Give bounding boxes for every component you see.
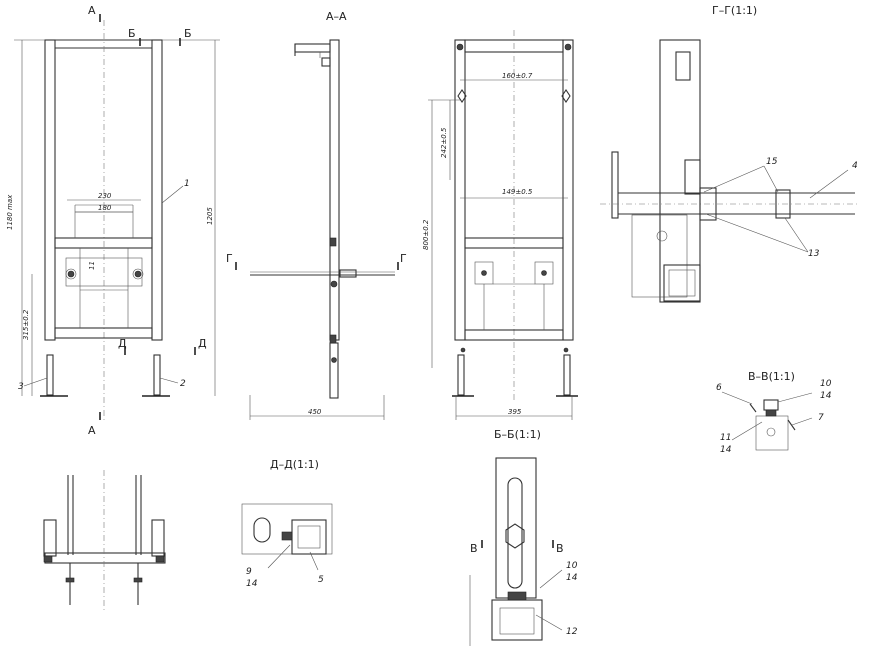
- section-a-a: А–А Г Г 450: [226, 10, 407, 420]
- cut-d-left: Д: [118, 337, 127, 350]
- section-g-g: Г–Г(1:1) 15 4 13: [600, 4, 860, 303]
- section-d-d-title: Д–Д(1:1): [270, 458, 319, 471]
- section-d-d: Д–Д(1:1) 9 14 5: [241, 458, 333, 589]
- section-b-b-title: Б–Б(1:1): [494, 428, 541, 441]
- dim-450: 450: [308, 408, 322, 416]
- position-2: 2: [180, 379, 186, 389]
- position-11: 11: [720, 433, 731, 443]
- position-15: 15: [766, 157, 778, 167]
- position-14: 14: [566, 573, 578, 583]
- position-4: 4: [852, 161, 858, 171]
- dim-11: 11: [88, 261, 96, 270]
- position-1: 1: [184, 179, 190, 189]
- position-5: 5: [318, 575, 324, 585]
- cut-g-left: Г: [226, 252, 233, 265]
- dim-800: 800±0.2: [422, 219, 430, 250]
- dim-160: 160±0.7: [502, 72, 533, 80]
- section-b-b: Б–Б(1:1) В В 10 14 12: [469, 428, 578, 646]
- cut-b-right: Б: [184, 27, 192, 40]
- section-a-a-title: А–А: [326, 10, 347, 23]
- position-10: 10: [820, 379, 832, 389]
- section-g-g-title: Г–Г(1:1): [712, 4, 757, 17]
- dim-230: 230: [98, 192, 112, 200]
- position-10: 10: [566, 561, 578, 571]
- cut-b-left: Б: [128, 27, 136, 40]
- section-v-v-title: В–В(1:1): [748, 370, 795, 383]
- dim-total: 1205: [206, 207, 214, 225]
- position-6: 6: [716, 383, 722, 393]
- position-14-top: 14: [820, 391, 832, 401]
- position-14-bottom: 14: [720, 445, 732, 455]
- cut-v-left: В: [470, 542, 478, 555]
- cut-a-top: А: [88, 4, 96, 17]
- cut-g-right: Г: [400, 252, 407, 265]
- position-3: 3: [18, 382, 24, 392]
- position-9: 9: [246, 567, 252, 577]
- position-13: 13: [808, 249, 820, 259]
- dim-180: 180: [98, 204, 112, 212]
- rear-view: 160±0.7 149±0.5 242±0.5 800±0.2 395: [422, 30, 578, 420]
- position-14: 14: [246, 579, 258, 589]
- cut-v-right: В: [556, 542, 564, 555]
- dim-149: 149±0.5: [502, 188, 533, 196]
- bottom-view: [43, 470, 166, 610]
- position-12: 12: [566, 627, 578, 637]
- dim-242: 242±0.5: [440, 127, 448, 158]
- dim-height: 1180 max: [6, 194, 14, 230]
- dim-395: 395: [508, 408, 522, 416]
- cut-d-right: Д: [198, 337, 207, 350]
- dim-315: 315±0.2: [22, 309, 30, 340]
- front-view: А А Б Б Д Д 1180 max 1205 230 180 11 315…: [6, 4, 220, 437]
- position-7: 7: [818, 413, 824, 423]
- cut-a-bottom: А: [88, 424, 96, 437]
- section-v-v: В–В(1:1) 6 10 14 7 11 14: [716, 370, 832, 455]
